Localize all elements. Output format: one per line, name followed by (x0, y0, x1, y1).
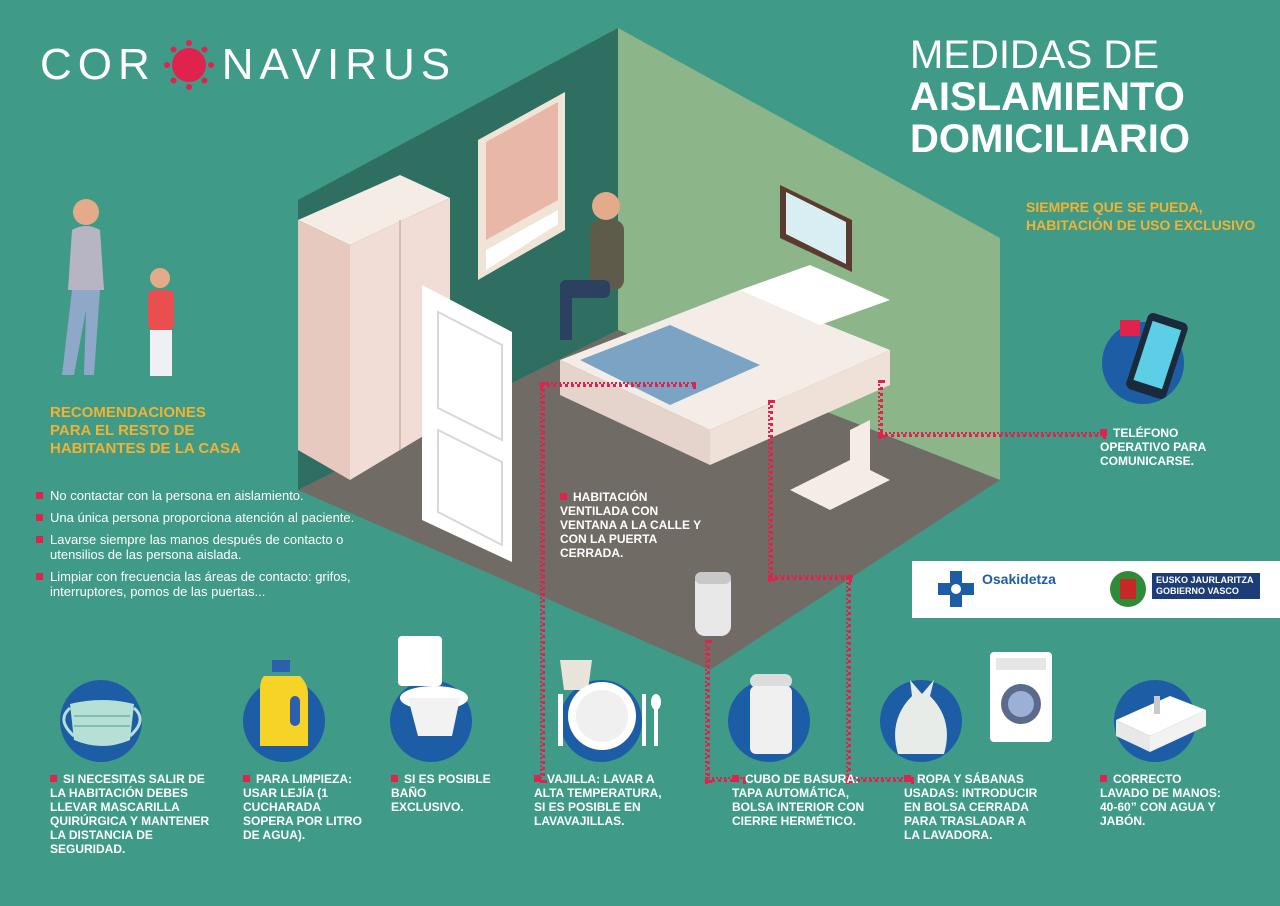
handwash-label: CORRECTO LAVADO DE MANOS: 40-60” CON AGU… (1100, 772, 1230, 828)
leader-line-laundry-h2 (846, 777, 914, 782)
bullet-marker (391, 775, 398, 782)
ventilated-room-text: HABITACIÓN VENTILADA CON VENTANA A LA CA… (560, 490, 701, 560)
title-line-3: DOMICILIARIO (910, 117, 1190, 161)
bathroom-label: SI ES POSIBLE BAÑO EXCLUSIVO. (391, 772, 491, 814)
leader-line-trash-h (705, 777, 746, 782)
recommendations-title: RECOMENDACIONES PARA EL RESTO DE HABITAN… (50, 404, 241, 457)
trash-label: CUBO DE BASURA: TAPA AUTOMÁTICA, BOLSA I… (732, 772, 882, 828)
bullet-marker (534, 775, 541, 782)
virus-icon (163, 40, 214, 90)
title-line-1: MEDIDAS DE (910, 33, 1159, 77)
leader-line-ventilated (540, 382, 696, 387)
family-icon (62, 199, 174, 376)
dishes-label: VAJILLA: LAVAR A ALTA TEMPERATURA, SI ES… (534, 772, 666, 828)
basque-government-seal-icon (1110, 571, 1146, 607)
toilet-icon (398, 636, 468, 736)
list-item: No contactar con la persona en aislamien… (36, 488, 376, 503)
bullet-marker (1100, 775, 1107, 782)
room-trash-can-icon (695, 572, 731, 636)
bullet-marker (50, 775, 57, 782)
bleach-bottle-icon (260, 660, 308, 746)
gov-line-2: GOBIERNO VASCO (1156, 586, 1239, 596)
leader-line-phone-h (878, 432, 1106, 437)
mask-icon (62, 700, 142, 746)
bathroom-text: SI ES POSIBLE BAÑO EXCLUSIVO. (391, 772, 491, 814)
leader-line-laundry-h (768, 575, 852, 580)
handwash-text: CORRECTO LAVADO DE MANOS: 40-60” CON AGU… (1100, 772, 1221, 828)
osakidetza-logo-text: Osakidetza (982, 571, 1056, 587)
list-item: Lavarse siempre las manos después de con… (36, 532, 376, 562)
cleaning-label: PARA LIMPIEZA: USAR LEJÍA (1 CUCHARADA S… (243, 772, 371, 842)
chair-icon (790, 420, 890, 510)
dishes-icon (558, 660, 661, 750)
osakidetza-logo-icon (938, 571, 974, 607)
bullet-marker (1100, 429, 1107, 436)
bullet-marker (904, 775, 911, 782)
phone-icon (1100, 310, 1200, 410)
painting-icon (780, 185, 852, 272)
cleaning-text: PARA LIMPIEZA: USAR LEJÍA (1 CUCHARADA S… (243, 772, 362, 842)
laundry-bag-icon (895, 680, 947, 754)
dishes-text: VAJILLA: LAVAR A ALTA TEMPERATURA, SI ES… (534, 772, 662, 828)
leader-line-laundry (768, 400, 773, 581)
mask-label: SI NECESITAS SALIR DE LA HABITACIÓN DEBE… (50, 772, 220, 856)
leader-line-trash (705, 640, 710, 783)
laundry-text: ROPA Y SÁBANAS USADAS: INTRODUCIR EN BOL… (904, 772, 1038, 842)
leader-line-dishes (540, 382, 545, 783)
list-item: Una única persona proporciona atención a… (36, 510, 376, 525)
page-title: MEDIDAS DE AISLAMIENTO DOMICILIARIO (910, 34, 1240, 160)
brand-left: COR (40, 40, 156, 89)
mask-text: SI NECESITAS SALIR DE LA HABITACIÓN DEBE… (50, 772, 210, 856)
list-item: Limpiar con frecuencia las áreas de cont… (36, 569, 376, 599)
title-line-2: AISLAMIENTO (910, 75, 1185, 119)
washing-machine-icon (990, 652, 1052, 742)
seated-person-icon (560, 192, 624, 340)
logos-bar: Osakidetza EUSKO JAURLARITZA GOBIERNO VA… (912, 561, 1280, 618)
leader-line-phone (878, 380, 883, 438)
phone-label-text: TELÉFONO OPERATIVO PARA COMUNICARSE. (1100, 426, 1206, 468)
brand-title: COR NAVIRUS (40, 38, 456, 92)
window-icon (478, 92, 565, 280)
sink-icon (1116, 696, 1206, 752)
recommendations-list: No contactar con la persona en aislamien… (36, 488, 376, 606)
brand-right: NAVIRUS (221, 40, 457, 89)
wardrobe-icon (298, 175, 450, 480)
ventilated-room-label: HABITACIÓN VENTILADA CON VENTANA A LA CA… (560, 490, 710, 560)
bullet-marker (560, 493, 567, 500)
subtitle: SIEMPRE QUE SE PUEDA, HABITACIÓN DE USO … (1026, 199, 1256, 233)
bullet-marker (732, 775, 739, 782)
gov-logo-text: EUSKO JAURLARITZA GOBIERNO VASCO (1152, 573, 1260, 599)
gov-line-1: EUSKO JAURLARITZA (1156, 575, 1254, 585)
bedroom-illustration (298, 28, 1000, 670)
leader-line-laundry-v (846, 575, 851, 783)
smartphone-icon (1120, 313, 1188, 399)
trash-can-icon (750, 674, 792, 754)
trash-text: CUBO DE BASURA: TAPA AUTOMÁTICA, BOLSA I… (732, 772, 865, 828)
phone-label: TELÉFONO OPERATIVO PARA COMUNICARSE. (1100, 426, 1240, 468)
laundry-label: ROPA Y SÁBANAS USADAS: INTRODUCIR EN BOL… (904, 772, 1044, 842)
door-icon (422, 285, 512, 562)
bullet-marker (243, 775, 250, 782)
